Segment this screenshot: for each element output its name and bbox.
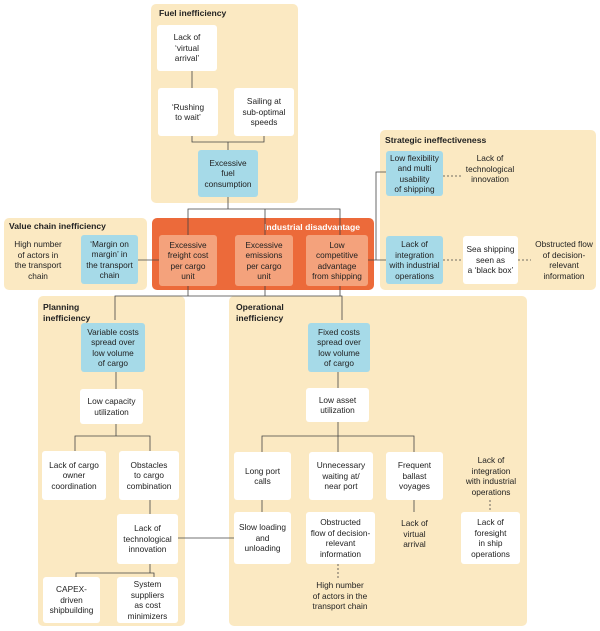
panel-title-strategic: Strategic ineffectiveness: [385, 135, 487, 145]
node-lack-virtual-arrival-ops: Lack of virtual arrival: [401, 518, 428, 550]
panel-title-fuel: Fuel inefficiency: [159, 8, 227, 18]
node-black-box: Sea shipping seen as a ‘black box’: [463, 236, 518, 284]
node-lack-of-foresight: Lack of foresight in ship operations: [461, 512, 520, 564]
node-fixed-costs: Fixed costs spread over low volume of ca…: [308, 323, 370, 372]
node-excessive-freight-cost: Excessive freight cost per cargo unit: [159, 235, 217, 286]
node-high-number-actors-ops: High number of actors in the transport c…: [312, 580, 368, 612]
node-lack-integration-ops: Lack of integration with industrial oper…: [465, 455, 517, 497]
node-low-capacity-utilization: Low capacity utilization: [80, 389, 143, 424]
node-excessive-emissions: Excessive emissions per cargo unit: [235, 235, 293, 286]
node-frequent-ballast-voyages: Frequent ballast voyages: [386, 452, 443, 500]
node-obstructed-flow-ops: Obstructed flow of decision- relevant in…: [306, 512, 375, 564]
node-obstructed-flow-strategic: Obstructed flow of decision- relevant in…: [535, 239, 593, 281]
node-low-asset-utilization: Low asset utilization: [306, 388, 369, 422]
node-rushing-to-wait: ‘Rushing to wait’: [158, 88, 218, 136]
panel-title-planning: Planning inefficiency: [43, 302, 91, 323]
panel-title-industrial: Industrial disadvantage: [264, 222, 360, 232]
node-margin-on-margin: ‘Margin on margin’ in the transport chai…: [81, 235, 138, 284]
node-unnecessary-waiting: Unnecessary waiting at/ near port: [309, 452, 373, 500]
node-system-suppliers: System suppliers as cost minimizers: [117, 577, 178, 623]
node-obstacles-cargo-combination: Obstacles to cargo combination: [119, 451, 179, 500]
node-lack-cargo-owner-coordination: Lack of cargo owner coordination: [42, 451, 106, 500]
panel-title-operational: Operational inefficiency: [236, 302, 284, 323]
node-low-competitive-advantage: Low competitive advantage from shipping: [306, 235, 368, 286]
node-high-number-actors-value-chain: High number of actors in the transport c…: [14, 239, 62, 281]
node-sailing-suboptimal-speeds: Sailing at sub-optimal speeds: [234, 88, 294, 136]
node-variable-costs: Variable costs spread over low volume of…: [81, 323, 145, 372]
node-lack-tech-innovation-planning: Lack of technological innovation: [117, 514, 178, 564]
node-excessive-fuel-consumption: Excessive fuel consumption: [198, 150, 258, 197]
node-lack-of-virtual-arrival: Lack of ‘virtual arrival’: [157, 25, 217, 71]
node-low-flexibility: Low flexibility and multi usability of s…: [386, 151, 443, 196]
node-lack-tech-innovation-strategic: Lack of technological innovation: [465, 153, 515, 185]
panel-title-value-chain: Value chain inefficiency: [9, 221, 106, 231]
node-capex-shipbuilding: CAPEX- driven shipbuilding: [43, 577, 100, 623]
node-slow-loading-unloading: Slow loading and unloading: [234, 512, 291, 564]
node-long-port-calls: Long port calls: [234, 452, 291, 500]
node-lack-of-integration: Lack of integration with industrial oper…: [386, 236, 443, 284]
